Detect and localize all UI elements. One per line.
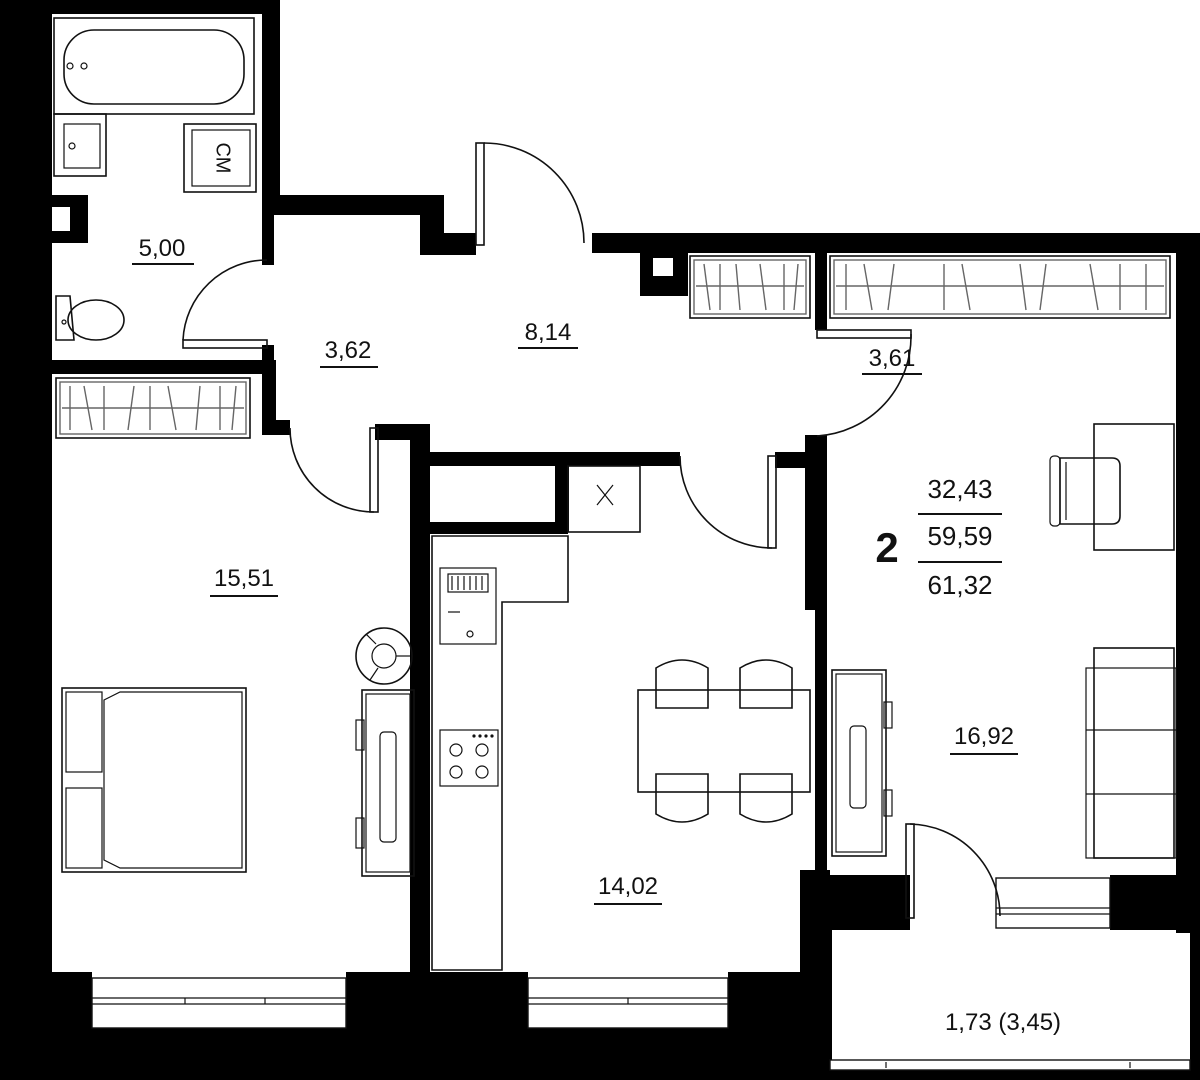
rooms-count: 2 bbox=[875, 524, 898, 571]
desk-icon bbox=[1049, 423, 1175, 551]
kitchen-furniture bbox=[431, 465, 811, 971]
desk-icon bbox=[355, 689, 415, 877]
total-area-with-balcony: 61,32 bbox=[927, 570, 992, 600]
room-area-hall: 8,14 bbox=[525, 319, 572, 346]
stove-icon bbox=[439, 729, 499, 787]
total-area: 59,59 bbox=[927, 521, 992, 551]
bed-icon bbox=[61, 687, 247, 873]
apartment-summary: 2 32,43 59,59 61,32 bbox=[875, 474, 1002, 600]
room-area-bathroom: 5,00 bbox=[139, 235, 186, 262]
dining-table-icon bbox=[637, 659, 811, 823]
room-area-living-room: 16,92 bbox=[954, 723, 1014, 750]
room-area-balcony: 1,73 (3,45) bbox=[945, 1009, 1061, 1036]
living-area: 32,43 bbox=[927, 474, 992, 504]
room-area-bedroom: 15,51 bbox=[214, 565, 274, 592]
kitchen-sink-icon bbox=[439, 567, 497, 645]
sofa-icon bbox=[1085, 647, 1177, 859]
wardrobe-icon bbox=[55, 377, 251, 439]
living-room-furniture bbox=[831, 423, 1177, 859]
round-table-icon bbox=[355, 627, 413, 685]
windows bbox=[91, 877, 1191, 1071]
room-labels: 5,00 3,62 8,14 3,61 15,51 14,02 16,92 1,… bbox=[132, 235, 1061, 1036]
toilet-icon bbox=[55, 295, 125, 341]
wardrobe-icon bbox=[689, 255, 811, 319]
wardrobes bbox=[55, 255, 1171, 439]
sink-icon bbox=[53, 113, 107, 177]
kitchen-counter-icon bbox=[431, 535, 569, 971]
cabinet-icon bbox=[831, 669, 893, 857]
bathroom-fixtures: СМ bbox=[53, 17, 257, 341]
washing-machine-icon: СМ bbox=[183, 123, 257, 193]
bathtub-icon bbox=[53, 17, 255, 115]
doors bbox=[182, 142, 1001, 919]
room-area-corridor: 3,62 bbox=[325, 337, 372, 364]
bedroom-furniture bbox=[61, 627, 415, 877]
wardrobe-icon bbox=[829, 255, 1171, 319]
room-area-kitchen: 14,02 bbox=[598, 873, 658, 900]
ventilation-shaft-icon bbox=[567, 465, 641, 533]
room-area-hall-closet: 3,61 bbox=[869, 345, 916, 372]
washing-machine-label: СМ bbox=[212, 143, 234, 174]
